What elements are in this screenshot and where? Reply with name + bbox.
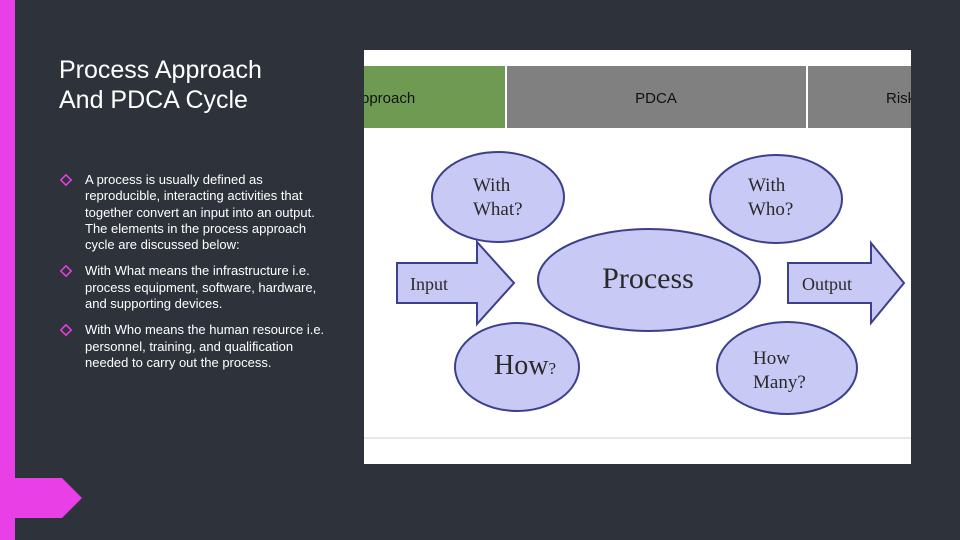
tab-approach bbox=[364, 66, 505, 128]
bullet-list: A process is usually defined as reproduc… bbox=[59, 172, 337, 381]
bullet-text: A process is usually defined as reproduc… bbox=[85, 172, 315, 253]
with-who-line2: Who? bbox=[748, 199, 793, 220]
bullet-item: A process is usually defined as reproduc… bbox=[59, 172, 337, 253]
process-diagram-figure: pproach PDCA Risk With What? With Who? I… bbox=[364, 50, 911, 464]
how-word: How bbox=[494, 350, 549, 381]
ellipse-with-who: With Who? bbox=[709, 154, 843, 244]
bullet-text: With What means the infrastructure i.e. … bbox=[85, 263, 317, 312]
diamond-bullet-icon bbox=[60, 265, 72, 278]
arrow-output: Output bbox=[787, 240, 906, 326]
tab-pdca bbox=[507, 66, 806, 128]
bullet-item: With What means the infrastructure i.e. … bbox=[59, 263, 337, 312]
arrow-input: Input bbox=[396, 239, 516, 327]
process-label: Process bbox=[602, 262, 694, 295]
tab-approach-label: pproach bbox=[364, 90, 415, 107]
ellipse-process: Process bbox=[537, 228, 761, 332]
tab-pdca-label: PDCA bbox=[635, 90, 677, 107]
accent-bar bbox=[0, 0, 15, 540]
how-many-line2: Many? bbox=[753, 372, 806, 393]
accent-tab bbox=[0, 478, 82, 518]
slide-title: Process Approach And PDCA Cycle bbox=[59, 56, 262, 114]
arrow-input-label: Input bbox=[410, 274, 448, 294]
bullet-item: With Who means the human resource i.e. p… bbox=[59, 322, 337, 371]
diamond-bullet-icon bbox=[60, 324, 72, 337]
with-who-line1: With bbox=[748, 175, 786, 196]
how-question-mark: ? bbox=[548, 359, 556, 378]
how-label: How? bbox=[494, 350, 556, 381]
tab-risk-label: Risk bbox=[886, 90, 911, 107]
arrow-output-label: Output bbox=[802, 274, 852, 294]
ellipse-how: How? bbox=[454, 322, 580, 412]
tab-risk bbox=[808, 66, 911, 128]
ellipse-with-what: With What? bbox=[431, 151, 565, 243]
with-what-line2: What? bbox=[473, 199, 523, 220]
ellipse-how-many: How Many? bbox=[716, 321, 858, 415]
diamond-bullet-icon bbox=[60, 174, 72, 186]
with-what-line1: With bbox=[473, 175, 511, 196]
how-many-line1: How bbox=[753, 348, 790, 369]
bullet-text: With Who means the human resource i.e. p… bbox=[85, 322, 325, 370]
